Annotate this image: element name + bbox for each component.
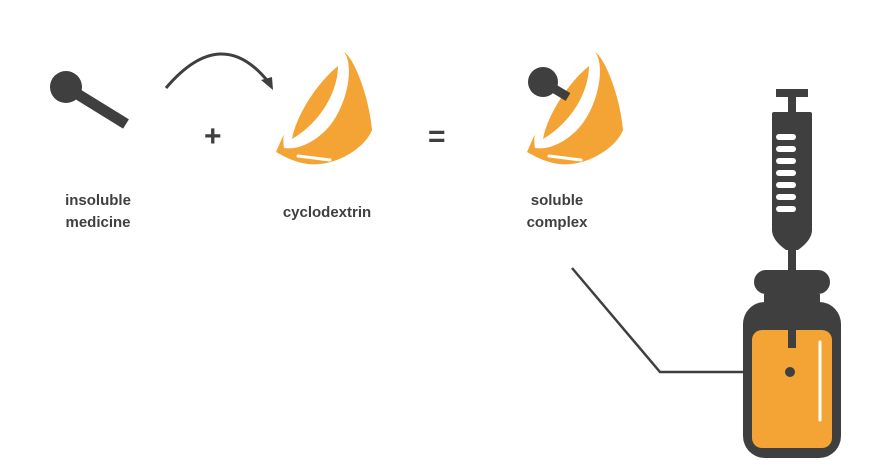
- arrow-icon: [164, 52, 273, 90]
- soluble-complex-label: soluble complex: [502, 190, 612, 234]
- cyclodextrin-cone-icon: [276, 52, 372, 165]
- complex-icon: [527, 52, 623, 165]
- insoluble-medicine-label-line1: insoluble: [65, 192, 131, 209]
- equals-operator: =: [428, 120, 446, 153]
- vial-icon: [743, 270, 841, 458]
- soluble-complex-label-line2: complex: [526, 214, 588, 231]
- cyclodextrin-label: cyclodextrin: [282, 204, 372, 221]
- plus-operator: +: [204, 120, 222, 153]
- syringe-icon: [772, 89, 812, 272]
- insoluble-medicine-label: insoluble medicine: [38, 190, 158, 234]
- soluble-complex-label-line1: soluble: [530, 192, 584, 209]
- medicine-molecule-icon: [50, 71, 129, 129]
- insoluble-medicine-label-line2: medicine: [65, 214, 131, 231]
